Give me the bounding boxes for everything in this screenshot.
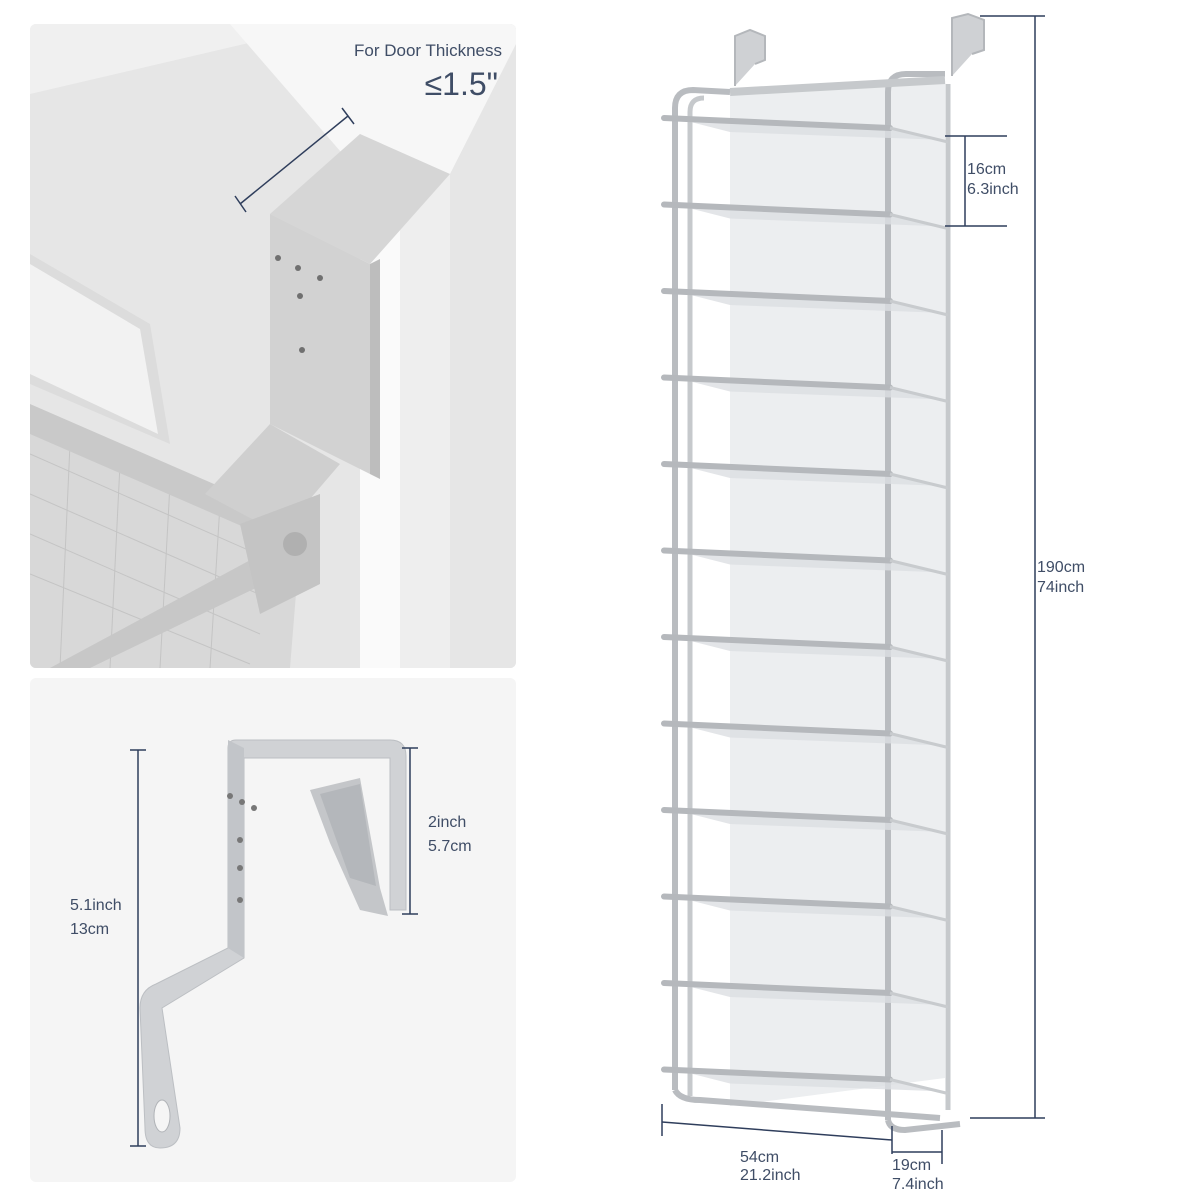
rack-shelf (661, 980, 949, 1009)
hook-height-inch-label: 5.1inch (70, 897, 122, 914)
hook-height-cm-label: 13cm (70, 921, 110, 938)
width-cm-label: 54cm (740, 1149, 780, 1166)
rack-illustration (661, 12, 1045, 1164)
hook-depth-inch-label: 2inch (428, 814, 467, 831)
rack-bottom-front-tube (672, 1088, 941, 1121)
rack-dimension-view: 16cm 6.3inch 190cm 74inch 54cm 21.2inch … (540, 0, 1200, 1200)
rack-right-front-tube (885, 71, 945, 1120)
shelf-gap-dimension (945, 135, 1007, 227)
rack-right-hook (951, 12, 985, 76)
rack-shelf (661, 115, 949, 144)
hook-dimension-panel: 5.1inch 13cm 2inch 5.7cm (30, 678, 516, 1182)
rack-shelf (661, 893, 949, 922)
rack-mesh-back (730, 82, 945, 1106)
rack-shelf (661, 374, 949, 403)
rack-left-back-tube (687, 95, 705, 1096)
rack-shelf (661, 547, 949, 576)
rack-left-hook (734, 28, 766, 86)
rack-shelf (661, 288, 949, 317)
rack-shelf (661, 1066, 949, 1095)
rack-shelf (661, 807, 949, 836)
door-thickness-value: ≤1.5" (424, 66, 498, 102)
depth-cm-label: 19cm (892, 1157, 932, 1174)
shelf-gap-inch-label: 6.3inch (967, 181, 1019, 198)
rack-bottom-side-tube (885, 1119, 961, 1134)
rack-shelf (661, 201, 949, 230)
rack-left-front-tube (672, 86, 731, 1090)
height-cm-label: 190cm (1037, 559, 1086, 576)
height-dimension (970, 15, 1045, 1119)
door-thickness-caption: For Door Thickness (353, 41, 502, 60)
door-hook-closeup-illustration (30, 24, 516, 668)
rack-shelf (661, 461, 949, 490)
width-inch-label: 21.2inch (740, 1167, 801, 1184)
shelf-gap-cm-label: 16cm (967, 161, 1007, 178)
depth-dimension (892, 1130, 943, 1164)
width-dimension (661, 1104, 893, 1154)
depth-inch-label: 7.4inch (892, 1176, 944, 1193)
rack-top-bar (729, 76, 946, 96)
rack-shelf (661, 720, 949, 749)
height-inch-label: 74inch (1037, 579, 1085, 596)
hook-dimension-illustration (130, 739, 418, 1149)
hook-depth-cm-label: 5.7cm (428, 838, 472, 855)
rack-shelves (661, 115, 949, 1095)
rack-shelf (661, 634, 949, 663)
door-hook-closeup-panel: For Door Thickness ≤1.5" (30, 24, 516, 668)
